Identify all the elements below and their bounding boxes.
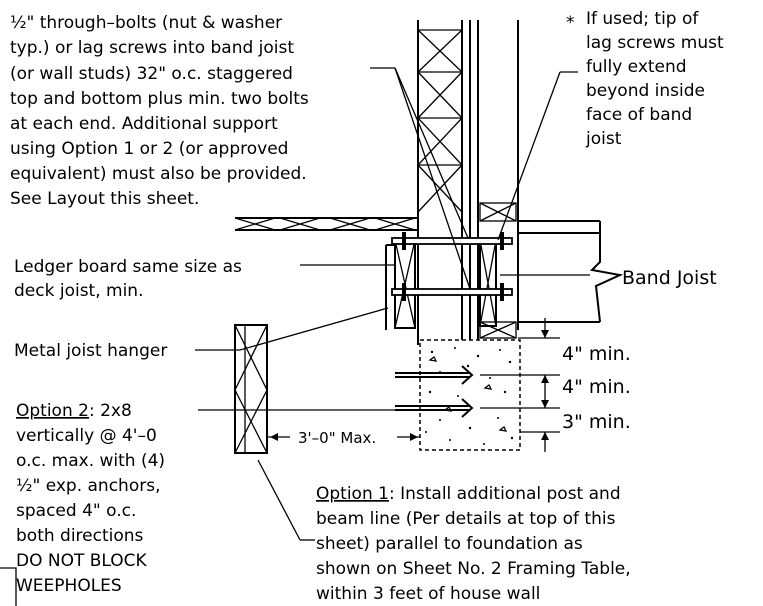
option2-note: Option 2: 2x8 vertically @ 4'–0 o.c. max… — [16, 401, 165, 596]
expansion-anchors — [395, 365, 474, 418]
option1-line: sheet) parallel to foundation as — [316, 534, 583, 554]
dim-bottom-label: 3" min. — [562, 411, 631, 433]
option2-line: spaced 4" o.c. — [16, 501, 136, 521]
option2-title: Option 2 — [16, 401, 89, 421]
through-bolts — [391, 232, 513, 301]
lag-note-line: face of band — [586, 105, 692, 125]
option2-line: both directions — [16, 526, 144, 546]
max-spacing-label: 3'–0" Max. — [298, 429, 376, 447]
bolts-note-line: equivalent) must also be provided. — [10, 164, 307, 184]
ledger-note-line: deck joist, min. — [14, 281, 143, 301]
bolts-note-line: at each end. Additional support — [10, 114, 278, 134]
bolts-note-line: top and bottom plus min. two bolts — [10, 89, 309, 109]
option2-line: vertically @ 4'–0 — [16, 426, 157, 446]
dim-mid-label: 4" min. — [562, 376, 631, 398]
bolts-note-line: ½" through–bolts (nut & washer — [10, 13, 282, 33]
svg-text:Option 1: Install additional p: Option 1: Install additional post and — [316, 484, 621, 504]
option1-title-rest: : Install additional post and — [389, 484, 621, 504]
bolts-note: ½" through–bolts (nut & washer typ.) or … — [10, 13, 309, 209]
option2-line: WEEPHOLES — [16, 576, 122, 596]
bolts-note-line: using Option 1 or 2 (or approved — [10, 139, 288, 159]
option2-line: o.c. max. with (4) — [16, 451, 165, 471]
option1-line: beam line (Per details at top of this — [316, 509, 616, 529]
lag-note-line: If used; tip of — [586, 9, 699, 29]
ledger-note-line: Ledger board same size as — [14, 257, 242, 277]
deck-floor — [234, 217, 600, 323]
dimension-lines — [267, 318, 560, 452]
option2-title-rest: : 2x8 — [89, 401, 132, 421]
option1-title: Option 1 — [316, 484, 389, 504]
svg-text:Option 2: 2x8: Option 2: 2x8 — [16, 401, 132, 421]
asterisk-mark: * — [566, 13, 575, 33]
foundation-wall — [419, 339, 521, 451]
option1-line: shown on Sheet No. 2 Framing Table, — [316, 559, 631, 579]
option1-note: Option 1: Install additional post and be… — [316, 484, 631, 604]
bolts-note-line: See Layout this sheet. — [10, 189, 199, 209]
bolts-note-line: typ.) or lag screws into band joist — [10, 38, 294, 58]
lag-note-line: joist — [585, 129, 622, 149]
bolts-note-line: (or wall studs) 32" o.c. staggered — [10, 64, 293, 84]
break-line — [589, 221, 624, 323]
ledger-board — [385, 239, 416, 330]
lag-screw-note: * If used; tip of lag screws must fully … — [566, 9, 724, 149]
leader-lines — [195, 67, 590, 541]
option1-line: within 3 feet of house wall — [316, 584, 540, 604]
frame-corner — [0, 567, 17, 606]
lag-note-line: lag screws must — [586, 33, 724, 53]
lag-note-line: beyond inside — [586, 81, 705, 101]
dim-top-label: 4" min. — [562, 343, 631, 365]
option2-post — [234, 324, 268, 454]
option2-line: ½" exp. anchors, — [16, 476, 160, 496]
hanger-label: Metal joist hanger — [14, 341, 167, 361]
option2-line: DO NOT BLOCK — [16, 551, 148, 571]
wall-studs — [417, 20, 519, 345]
band-joist — [479, 239, 497, 327]
lag-note-line: fully extend — [586, 57, 687, 77]
band-joist-label: Band Joist — [622, 267, 717, 289]
